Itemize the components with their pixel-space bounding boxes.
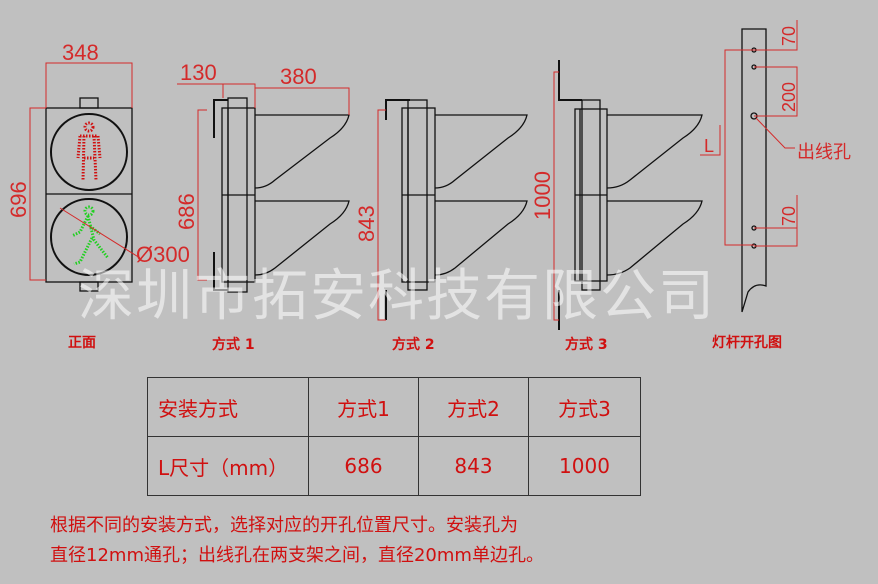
method1-label: 方式 1 (212, 337, 255, 353)
pole-view (741, 28, 767, 313)
method2-side-view (385, 99, 528, 320)
dim-696: 696 (6, 181, 31, 218)
red-pedestrian-icon (76, 121, 102, 181)
pole-label: 灯杆开孔图 (712, 335, 782, 351)
table-cell: L尺寸（mm） (147, 436, 309, 496)
method1-dimensions (177, 83, 350, 281)
note-line-2: 直径12mm通孔；出线孔在两支架之间，直径20mm单边孔。 (50, 545, 544, 566)
dim-pole-200: 200 (779, 82, 799, 112)
outlet-hole-label: 出线孔 (797, 142, 851, 163)
install-table: 安装方式 方式1 方式2 方式3 L尺寸（mm） 686 843 1000 (147, 377, 641, 496)
table-header: 安装方式 (147, 377, 309, 437)
table-row: L尺寸（mm） 686 843 1000 (147, 436, 641, 496)
dim-diameter: Ø300 (136, 242, 190, 267)
dim-pole-70-top: 70 (779, 26, 799, 46)
pole-dimensions (700, 20, 798, 247)
note-line-1: 根据不同的安装方式，选择对应的开孔位置尺寸。安装孔为 (50, 515, 518, 536)
dim-130: 130 (180, 60, 217, 85)
table-cell: 1000 (528, 436, 641, 496)
dim-686: 686 (174, 193, 199, 230)
front-dimensions (29, 62, 141, 281)
method1-side-view (213, 97, 350, 293)
front-view-label: 正面 (68, 335, 96, 351)
table-cell: 686 (308, 436, 419, 496)
method2-label: 方式 2 (392, 337, 435, 353)
green-pedestrian-icon (71, 205, 110, 266)
table-cell: 843 (418, 436, 529, 496)
dim-L: L (704, 136, 714, 156)
dim-pole-70-bottom: 70 (779, 206, 799, 226)
table-header: 方式2 (418, 377, 529, 437)
watermark: 深圳市拓安科技有限公司 (78, 264, 716, 329)
method3-side-view (558, 60, 703, 330)
table-header: 方式1 (308, 377, 419, 437)
dim-348: 348 (62, 40, 99, 65)
dim-1000: 1000 (530, 171, 555, 220)
method2-dimension-line (377, 109, 386, 321)
table-header-row: 安装方式 方式1 方式2 方式3 (147, 377, 641, 437)
dim-843: 843 (354, 205, 379, 242)
front-view (45, 97, 133, 292)
table-header: 方式3 (528, 377, 641, 437)
method3-dimension-line (553, 71, 559, 321)
dim-380: 380 (280, 64, 317, 89)
method3-label: 方式 3 (565, 337, 608, 353)
